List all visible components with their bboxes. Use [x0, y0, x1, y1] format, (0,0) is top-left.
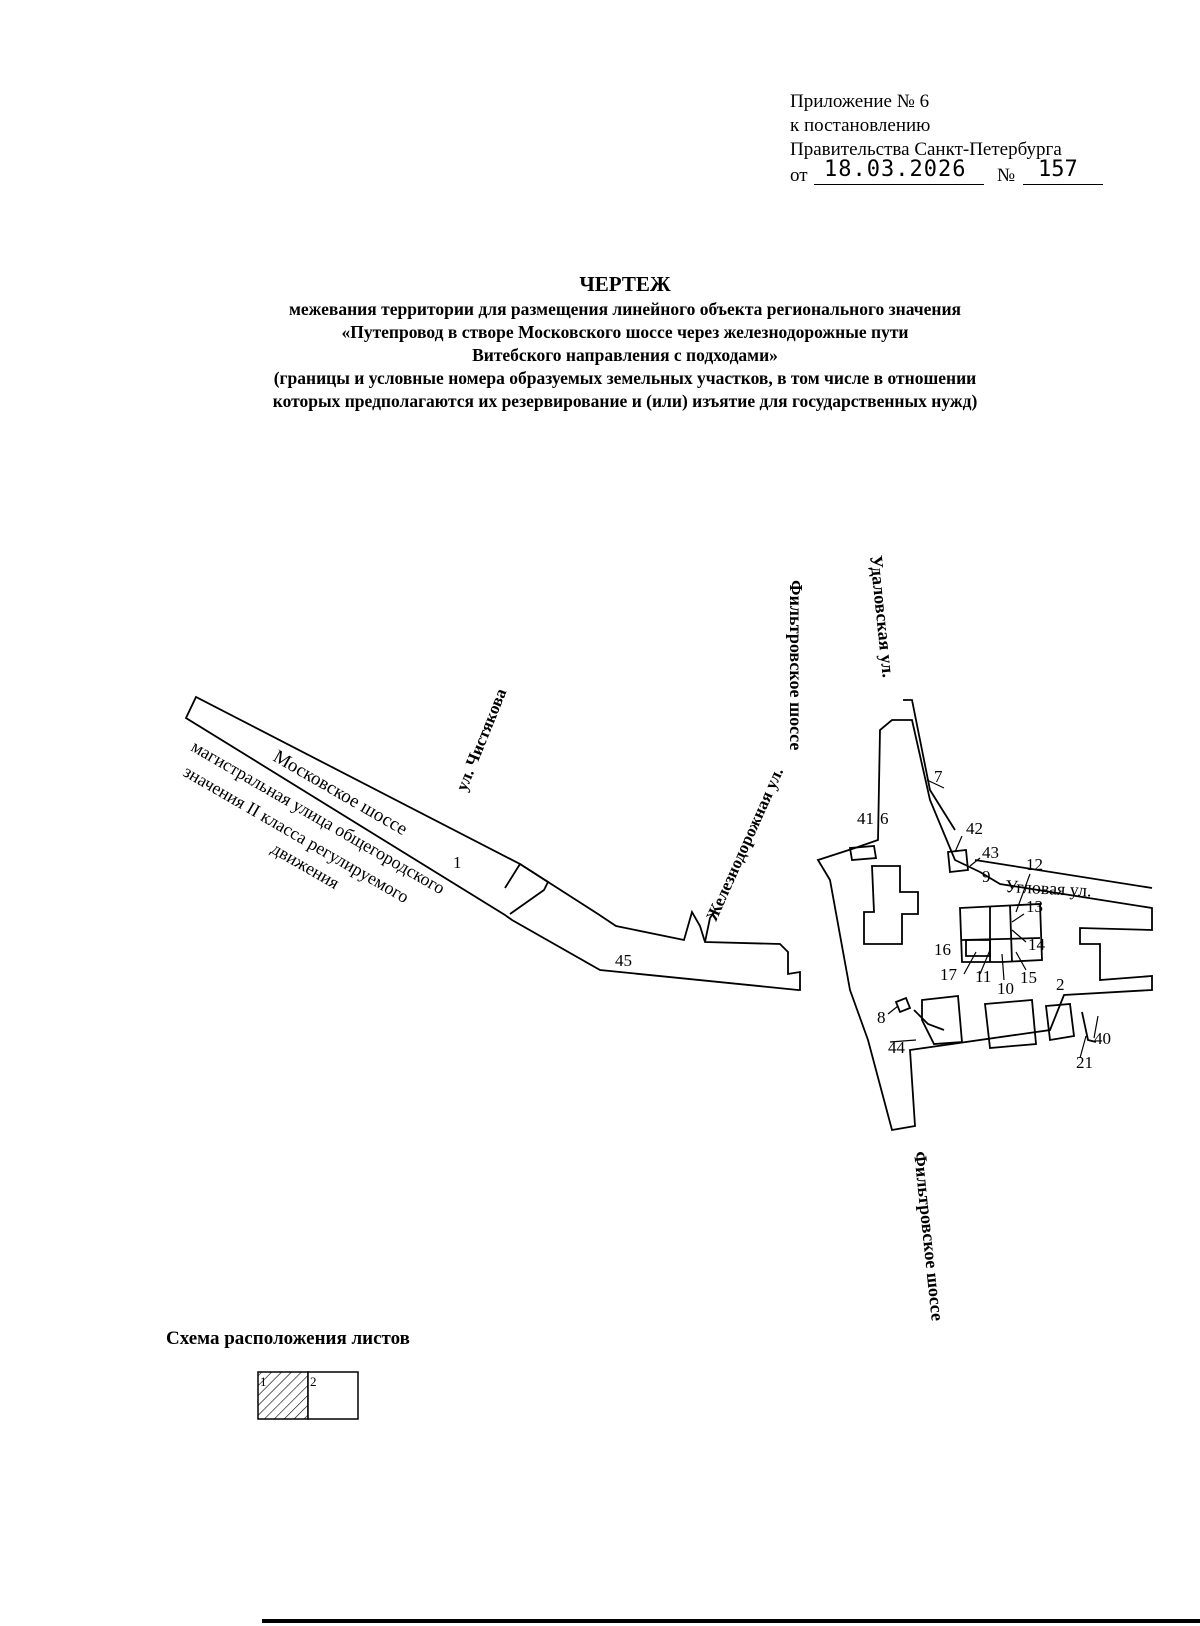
leader-13 [1011, 913, 1025, 923]
leader-10 [1001, 953, 1005, 981]
parcel-number-40: 40 [1094, 1029, 1111, 1048]
parcel-16-17 [965, 939, 991, 957]
street-label-udalovskaya: Удаловская ул. [866, 554, 899, 678]
sheet-number-1: 1 [260, 1374, 267, 1389]
leader-15 [1015, 951, 1027, 971]
parcel-number-6: 6 [880, 809, 889, 828]
parcel-number-41: 41 [857, 809, 874, 828]
parcel-boundary-udalovskaya [903, 699, 956, 831]
drawing-title: ЧЕРТЕЖ межевания территории для размещен… [100, 270, 1150, 413]
parcel-number-7: 7 [934, 767, 943, 786]
street-label-filtrovskoe-bottom: Фильтровское шоссе [910, 1150, 948, 1321]
parcel-boundary-1 [504, 862, 550, 915]
number-prefix: № [997, 165, 1016, 186]
title-main: ЧЕРТЕЖ [579, 272, 671, 296]
leader-21 [1079, 1035, 1087, 1059]
parcel-8 [894, 996, 912, 1014]
street-label-chistyakova: ул. Чистякова [452, 685, 510, 793]
date-prefix: от [790, 165, 808, 186]
leader-43 [969, 857, 981, 867]
parcel-number-1: 1 [453, 853, 462, 872]
sheet-number-2: 2 [310, 1374, 317, 1389]
parcel-number-43: 43 [982, 843, 999, 862]
parcel-number-11: 11 [975, 967, 991, 986]
number-underline [1023, 184, 1103, 185]
parcel-cluster-9-17 [959, 903, 1043, 963]
leader-12 [1015, 873, 1031, 913]
parcel-42-43 [947, 849, 969, 873]
leader-11 [979, 949, 991, 975]
appendix-line-1: Приложение № 6 [790, 91, 930, 112]
leader-17 [963, 951, 977, 975]
appendix-block: Приложение № 6 к постановлению Правитель… [790, 90, 1120, 188]
building-block-b [921, 995, 963, 1045]
building-block-a [863, 865, 919, 945]
street-label-uglovaya: Угловая ул. [1005, 876, 1092, 900]
sheet-cell-2 [307, 1371, 359, 1420]
parcel-boundary-spur [704, 911, 715, 943]
street-label-magistral-2: значения II класса регулируемого [180, 761, 413, 907]
title-line-1: межевания территории для размещения лине… [288, 299, 962, 319]
sheet-cell-1 [257, 1371, 309, 1420]
parcel-boundary-44 [913, 1009, 945, 1031]
parcel-number-8: 8 [877, 1008, 886, 1027]
building-block-c [984, 999, 1037, 1049]
parcel-number-45: 45 [615, 951, 632, 970]
building-block-d [1044, 1003, 1076, 1042]
leader-42 [954, 835, 963, 853]
parcel-number-16: 16 [934, 940, 951, 959]
appendix-date-row: от 18.03.2026 № 157 [790, 158, 1120, 188]
parcel-number-44: 44 [888, 1038, 906, 1057]
leader-7 [926, 779, 945, 789]
sheet-scheme: 1 2 [257, 1371, 359, 1420]
parcel-number-2: 2 [1056, 975, 1065, 994]
parcel-corridor-filtrovskoe [816, 719, 1153, 1132]
document-date: 18.03.2026 [824, 157, 967, 182]
parcel-number-42: 42 [966, 819, 983, 838]
leader-44 [889, 1039, 917, 1043]
title-line-2: «Путепровод в створе Московского шоссе ч… [341, 322, 909, 342]
parcel-number-13: 13 [1026, 897, 1043, 916]
parcel-number-17: 17 [940, 965, 958, 984]
leader-40 [1093, 1015, 1099, 1039]
document-number: 157 [1038, 157, 1078, 182]
appendix-line-2: к постановлению [790, 115, 931, 136]
parcel-number-10: 10 [997, 979, 1014, 998]
date-underline [814, 184, 984, 185]
leader-8 [887, 1005, 899, 1015]
parcel-boundary-21-40 [1081, 1011, 1097, 1043]
parcel-41-6 [848, 845, 878, 861]
parcel-number-14: 14 [1028, 935, 1046, 954]
title-line-5: которых предполагаются их резервирование… [272, 391, 978, 411]
appendix-line-3: Правительства Санкт-Петербурга [790, 139, 1062, 160]
parcel-divider-2 [1009, 904, 1013, 963]
title-line-4: (границы и условные номера образуемых зе… [273, 368, 977, 388]
parcel-number-21: 21 [1076, 1053, 1093, 1072]
parcel-number-9: 9 [982, 867, 991, 886]
parcel-number-12: 12 [1026, 855, 1043, 874]
street-label-zheleznodorozhnaya: Железнодорожная ул. [702, 764, 787, 923]
parcel-corridor-moskovskoe [184, 695, 801, 991]
uglovaya-edge [974, 859, 1153, 889]
street-label-filtrovskoe-top: Фильтровское шоссе [786, 580, 806, 750]
parcel-number-15: 15 [1020, 968, 1037, 987]
title-line-3: Витебского направления с подходами» [472, 345, 778, 365]
sheet-scheme-title: Схема расположения листов [166, 1328, 410, 1349]
leader-14 [1011, 929, 1027, 943]
